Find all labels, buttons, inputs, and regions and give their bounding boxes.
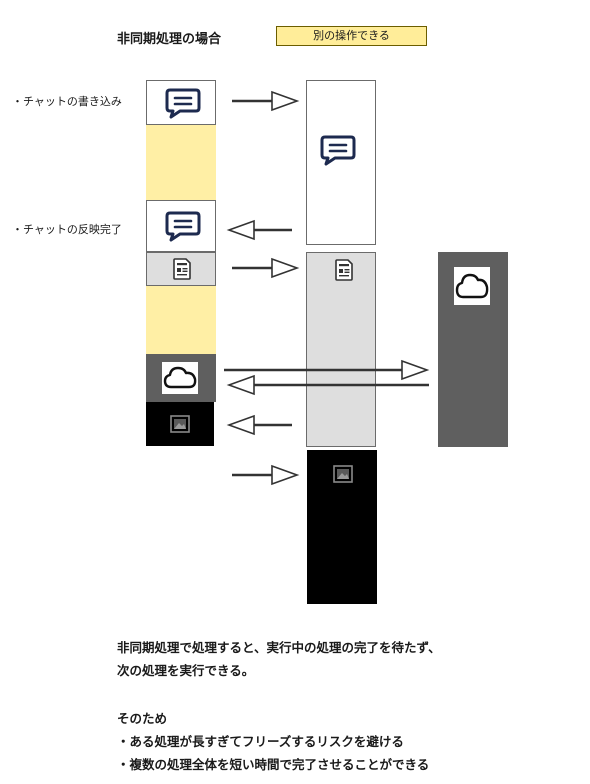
chat-write-cell <box>146 80 216 125</box>
other-operation-block <box>146 125 216 200</box>
arrow-right <box>232 90 300 112</box>
image-processing-cell <box>307 450 377 604</box>
explanation-line-3: そのため <box>117 711 168 726</box>
page-title: 非同期処理の場合 <box>117 32 222 47</box>
news-document-icon <box>335 259 353 281</box>
news-processing-cell <box>306 252 376 447</box>
cloud-icon <box>454 267 490 305</box>
chat-processing-cell <box>306 80 376 245</box>
arrow-left <box>226 374 429 396</box>
cloud-processing-cell <box>438 252 508 447</box>
concurrent-operation-badge: 別の操作できる <box>276 26 427 46</box>
arrow-left <box>226 219 292 241</box>
news-document-icon <box>173 258 191 280</box>
explanation-line-1: 非同期処理で処理すると、実行中の処理の完了を待たず、 <box>117 640 441 655</box>
arrow-left <box>226 414 292 436</box>
arrow-right <box>224 359 430 381</box>
news-request-cell <box>146 252 216 286</box>
image-icon <box>333 465 353 483</box>
explanation-line-5: ・複数の処理全体を短い時間で完了させることができる <box>117 757 430 772</box>
chat-reflect-cell <box>146 200 216 252</box>
chat-write-label: ・チャットの書き込み <box>12 95 122 108</box>
arrow-right <box>232 464 300 486</box>
chat-reflect-label: ・チャットの反映完了 <box>12 223 122 236</box>
chat-bubble-icon <box>165 88 201 119</box>
image-icon <box>170 415 190 433</box>
arrow-right <box>232 257 300 279</box>
chat-bubble-icon <box>320 135 356 166</box>
explanation-line-4: ・ある処理が長すぎてフリーズするリスクを避ける <box>117 734 404 749</box>
cloud-request-cell <box>146 354 216 402</box>
other-operation-block <box>146 286 216 354</box>
explanation-line-2: 次の処理を実行できる。 <box>117 663 255 678</box>
image-response-cell <box>146 402 214 446</box>
cloud-icon <box>162 362 198 394</box>
chat-bubble-icon <box>165 211 201 242</box>
